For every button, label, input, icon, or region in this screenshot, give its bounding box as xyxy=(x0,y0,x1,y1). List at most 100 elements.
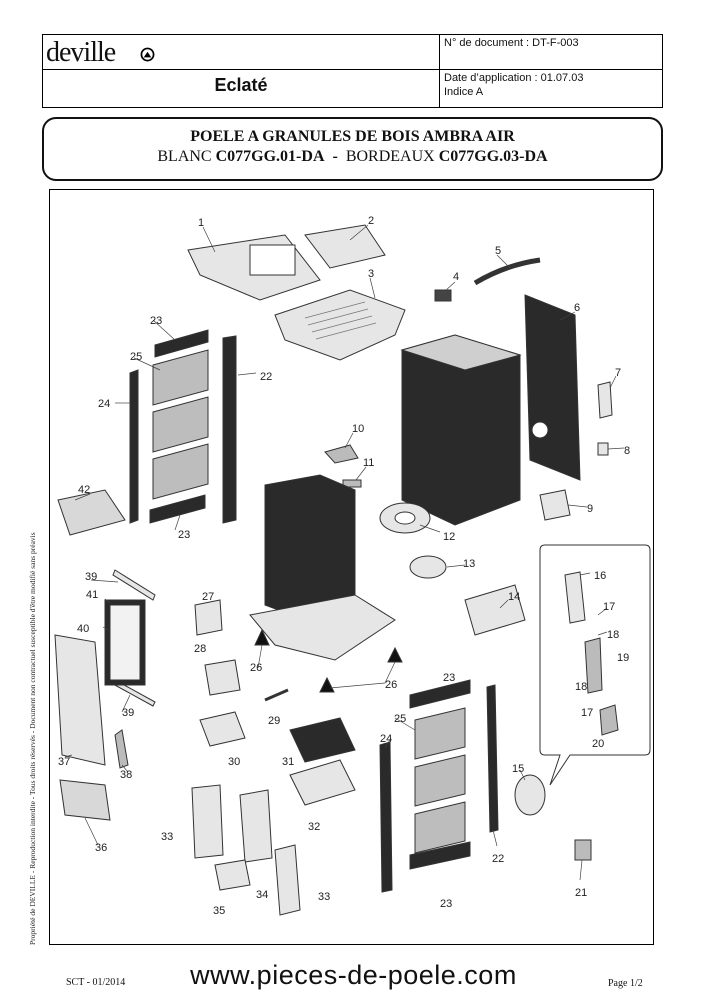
part-label: 18 xyxy=(575,681,587,693)
part-4-small-frame xyxy=(434,289,452,302)
part-label: 15 xyxy=(512,763,524,775)
product-title-box: POELE A GRANULES DE BOIS AMBRA AIR BLANC… xyxy=(42,117,663,181)
part-41-glass xyxy=(109,604,141,681)
part-11-switch xyxy=(342,479,362,488)
exploded-view-frame: 1 2 3 4 5 6 7 8 9 10 11 12 13 14 15 16 1… xyxy=(49,189,654,945)
part-label: 4 xyxy=(453,271,459,283)
part-19-auger-screw xyxy=(584,637,603,694)
part-8-block xyxy=(597,442,609,456)
part-label: 26 xyxy=(250,662,262,674)
header-table: deville Eclaté N° de document : DT-F-003… xyxy=(42,34,663,108)
part-23-bar-bottom-2 xyxy=(409,841,471,870)
part-label: 8 xyxy=(624,445,630,457)
part-14-hopper xyxy=(464,584,526,636)
ref-bordeaux: C077GG.03-DA xyxy=(438,148,548,165)
part-label: 19 xyxy=(617,652,629,664)
part-26-foot-b xyxy=(319,676,335,693)
document-number: N° de document : DT-F-003 xyxy=(444,37,579,49)
part-label: 22 xyxy=(492,853,504,865)
part-label: 40 xyxy=(77,623,89,635)
part-label: 3 xyxy=(368,268,374,280)
part-label: 6 xyxy=(574,302,580,314)
part-label: 14 xyxy=(508,591,520,603)
header-divider-horizontal xyxy=(43,69,662,70)
part-25-tile-a xyxy=(152,349,209,406)
part-label: 5 xyxy=(495,245,501,257)
part-23-bar-top-2 xyxy=(409,679,471,709)
part-label: 11 xyxy=(363,457,374,469)
part-1-opening xyxy=(249,244,296,276)
part-25-tile-d xyxy=(414,707,466,760)
part-24-side-strip xyxy=(129,369,139,524)
ref-separator: - xyxy=(332,148,338,165)
part-label: 36 xyxy=(95,842,107,854)
part-label: 38 xyxy=(120,769,132,781)
part-label: 39 xyxy=(85,571,97,583)
part-label: 22 xyxy=(260,371,272,383)
part-label: 16 xyxy=(594,570,606,582)
part-label: 10 xyxy=(352,423,364,435)
footer-url-link[interactable]: www.pieces-de-poele.com xyxy=(190,960,517,990)
part-5-tube xyxy=(473,257,541,286)
part-label: 13 xyxy=(463,558,475,570)
part-23-bar-bottom xyxy=(149,494,206,524)
part-label: 23 xyxy=(178,529,190,541)
part-13-fan-blade xyxy=(409,555,447,579)
page-title: Eclaté xyxy=(214,75,268,95)
part-6-back-panel xyxy=(524,294,581,481)
part-25-tile-b xyxy=(152,396,209,453)
stove-base xyxy=(249,594,396,661)
document-index: Indice A xyxy=(444,86,484,98)
logo-mark-icon xyxy=(140,47,155,62)
part-42-grille xyxy=(57,489,126,536)
header-divider-vertical xyxy=(439,35,440,107)
part-32-tray xyxy=(289,759,356,806)
part-39-bar-top xyxy=(112,569,156,601)
part-label: 2 xyxy=(368,215,374,227)
application-date: Date d’application : 01.07.03 xyxy=(444,72,584,84)
footer-code: SCT - 01/2014 xyxy=(66,977,126,988)
part-20-auger-end xyxy=(599,704,619,736)
part-label: 28 xyxy=(194,643,206,655)
part-label: 34 xyxy=(256,889,268,901)
part-37-door xyxy=(54,634,106,766)
part-label: 9 xyxy=(587,503,593,515)
side-legal-note: Propriété de DEVILLE - Reproduction inte… xyxy=(28,532,37,945)
part-label: 39 xyxy=(122,707,134,719)
part-label: 23 xyxy=(443,672,455,684)
part-label: 26 xyxy=(385,679,397,691)
part-label: 21 xyxy=(575,887,587,899)
part-label: 24 xyxy=(380,733,392,745)
part-38-handle xyxy=(114,729,129,769)
part-23-bar-top xyxy=(154,329,209,358)
part-25-tile-e xyxy=(414,754,466,807)
part-label: 17 xyxy=(603,601,615,613)
part-label: 35 xyxy=(213,905,225,917)
part-label: 42 xyxy=(78,484,90,496)
part-label: 31 xyxy=(282,756,294,768)
exploded-view-drawing: 1 2 3 4 5 6 7 8 9 10 11 12 13 14 15 16 1… xyxy=(54,215,651,917)
part-label: 12 xyxy=(443,531,455,543)
part-label: 25 xyxy=(130,351,142,363)
color-blanc: BLANC xyxy=(157,148,212,165)
part-label: 32 xyxy=(308,821,320,833)
part-34-panel xyxy=(239,789,273,863)
part-6-hole xyxy=(531,421,549,439)
part-21-switch xyxy=(574,839,592,861)
part-label: 29 xyxy=(268,715,280,727)
part-35-bracket xyxy=(214,859,251,891)
part-31-grate xyxy=(289,717,356,763)
part-label: 25 xyxy=(394,713,406,725)
part-number-labels: 1 2 3 4 5 6 7 8 9 10 11 12 13 14 15 16 1… xyxy=(58,215,630,917)
part-label: 7 xyxy=(615,367,621,379)
color-bordeaux: BORDEAUX xyxy=(345,148,435,165)
part-33-panel-b xyxy=(274,844,301,916)
part-label: 37 xyxy=(58,756,70,768)
part-25-tile-f xyxy=(414,801,466,854)
part-33-panel-a xyxy=(191,784,224,859)
part-22-side-strip xyxy=(222,335,237,524)
part-label: 33 xyxy=(318,891,330,903)
ref-blanc: C077GG.01-DA xyxy=(215,148,325,165)
stove-carcass-top xyxy=(400,334,522,371)
part-label: 23 xyxy=(150,315,162,327)
